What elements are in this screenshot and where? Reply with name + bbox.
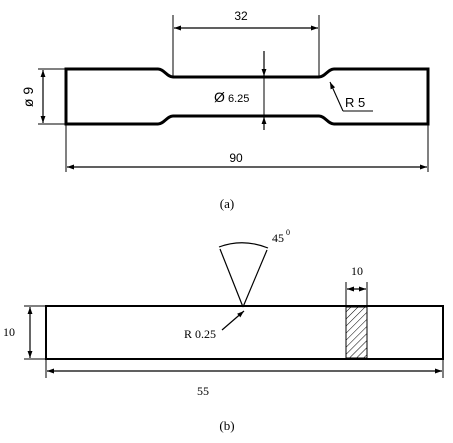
notched-bar-outline: [45, 305, 444, 360]
notch-angle-line-right: [242, 249, 268, 308]
hatched-section: [345, 306, 368, 359]
notch-angle-unit: 0: [286, 228, 290, 237]
dim-length-label: 55: [197, 384, 209, 398]
dim-d9-label: ø 9: [20, 87, 36, 107]
notch-angle-line-left: [219, 248, 244, 308]
dim-90-label: 90: [229, 151, 243, 165]
dim-height-label: 10: [3, 325, 15, 339]
dim-d625-value: 6.25: [228, 93, 249, 105]
dim-hatch-label: 10: [351, 264, 363, 278]
figure-a: 32 ø 9 Ø 6.25 R 5 90 (a): [20, 9, 430, 211]
caption-b: (b): [219, 418, 234, 433]
dim-d625-symbol: Ø: [214, 89, 225, 105]
notch-radius-leader: [221, 310, 245, 331]
figure-b: 45 0 R 0.25 10 10 55 (b): [3, 228, 444, 433]
fillet-leader: [329, 81, 344, 112]
fillet-radius-label: R 5: [345, 95, 365, 110]
dim-32-label: 32: [234, 9, 248, 23]
caption-a: (a): [220, 196, 234, 211]
notch-radius-label: R 0.25: [184, 327, 216, 341]
notch-angle-label: 45: [272, 231, 284, 245]
notch-angle-arc: [218, 242, 269, 249]
